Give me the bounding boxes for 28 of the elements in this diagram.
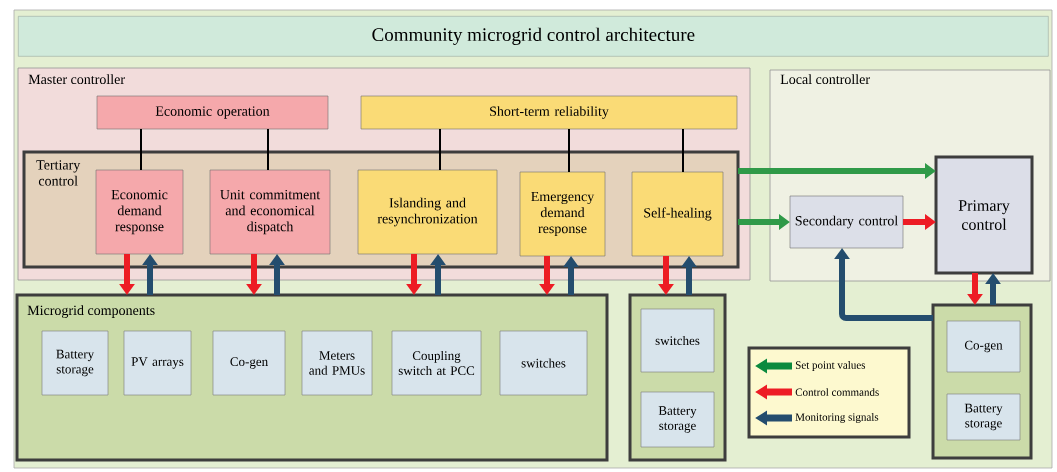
title-banner: Community microgrid control architecture — [18, 16, 1049, 57]
connector-line — [439, 128, 441, 171]
connector-line — [267, 128, 269, 171]
component-box: Battery storage — [41, 330, 109, 396]
legend-label: Set point values — [795, 361, 866, 371]
legend-label: Monitoring signals — [795, 413, 879, 423]
component-box: switches — [640, 308, 715, 373]
component-box: Co-gen — [212, 330, 286, 396]
process-box: Unit commitment and economical dispatch — [209, 169, 331, 255]
process-box: Primary control — [934, 155, 1034, 275]
process-box: Emergency demand response — [519, 171, 606, 257]
component-box: Battery storage — [946, 393, 1021, 441]
legend-label: Control commands — [795, 388, 879, 396]
process-box: Self-healing — [631, 171, 724, 257]
process-box: Secondary control — [789, 195, 904, 249]
component-box: Meters and PMUs — [301, 330, 373, 396]
connector-line — [682, 128, 684, 173]
component-box: Battery storage — [640, 391, 715, 448]
connector-line — [568, 128, 570, 173]
process-box: Economic demand response — [95, 169, 184, 255]
process-box: Short-term reliability — [360, 95, 738, 130]
component-box: Co-gen — [946, 320, 1021, 373]
component-box: PV arrays — [123, 330, 192, 396]
process-box: Economic operation — [96, 95, 329, 130]
component-box: switches — [499, 330, 588, 396]
component-box: Coupling switch at PCC — [391, 330, 482, 396]
process-box: Islanding and resynchronization — [357, 169, 498, 255]
connector-line — [140, 128, 142, 171]
